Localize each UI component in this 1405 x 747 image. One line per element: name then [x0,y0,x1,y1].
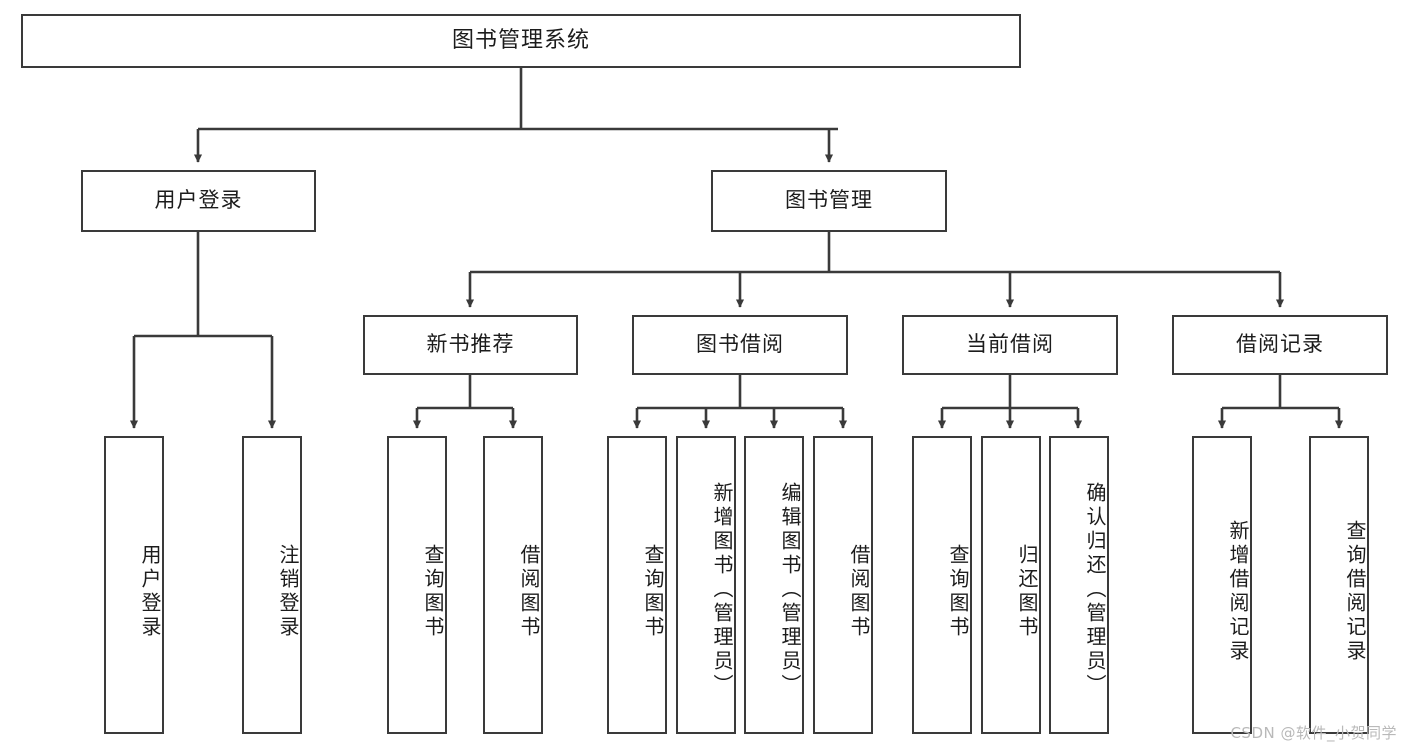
leaf-confirm-return-admin[interactable]: 确认归还（管理员） [1049,436,1109,734]
leaf-borrow-book[interactable]: 借阅图书 [813,436,873,734]
node-current-borrowing[interactable]: 当前借阅 [902,315,1118,375]
leaf-add-book-admin[interactable]: 新增图书（管理员） [676,436,736,734]
leaf-borrow-book-new-recommendation[interactable]: 借阅图书 [483,436,543,734]
node-borrowing-record[interactable]: 借阅记录 [1172,315,1388,375]
node-root-book-management-system[interactable]: 图书管理系统 [21,14,1021,68]
leaf-edit-book-admin[interactable]: 编辑图书（管理员） [744,436,804,734]
leaf-add-borrowing-record[interactable]: 新增借阅记录 [1192,436,1252,734]
watermark-csdn-author: CSDN @软件_小贺同学 [1230,724,1397,742]
leaf-query-book-current[interactable]: 查询图书 [912,436,972,734]
leaf-logout[interactable]: 注销登录 [242,436,302,734]
node-book-management[interactable]: 图书管理 [711,170,947,232]
node-user-login[interactable]: 用户登录 [81,170,316,232]
leaf-query-book-borrowing[interactable]: 查询图书 [607,436,667,734]
leaf-return-book[interactable]: 归还图书 [981,436,1041,734]
node-book-borrowing[interactable]: 图书借阅 [632,315,848,375]
leaf-query-book-new-recommendation[interactable]: 查询图书 [387,436,447,734]
leaf-query-borrowing-record[interactable]: 查询借阅记录 [1309,436,1369,734]
leaf-user-login[interactable]: 用户登录 [104,436,164,734]
node-new-book-recommendation[interactable]: 新书推荐 [363,315,578,375]
